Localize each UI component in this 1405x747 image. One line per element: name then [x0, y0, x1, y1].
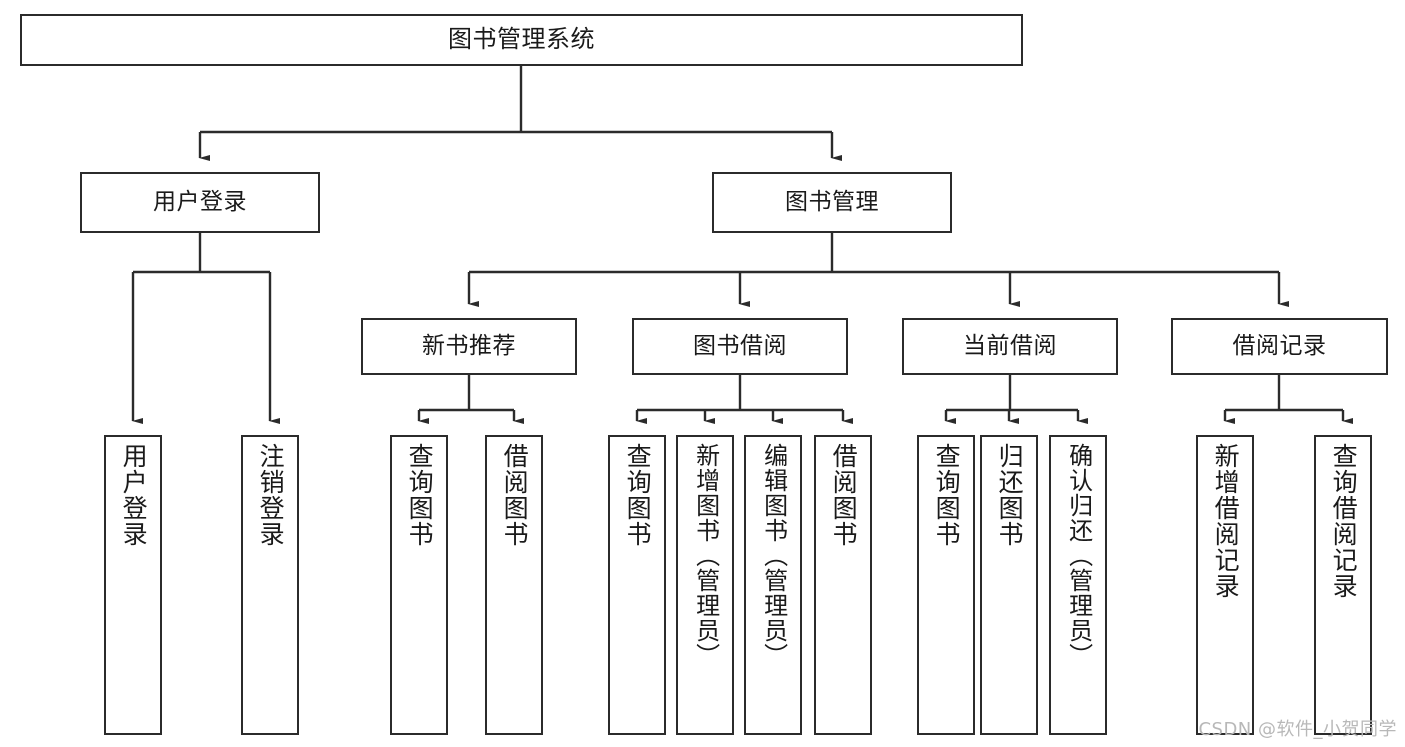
- node-label: 新增图书（管理员）: [691, 443, 720, 668]
- leaf-user-login-login[interactable]: 用户登录: [104, 435, 162, 735]
- node-label: 当前借阅: [963, 333, 1057, 360]
- node-label: 用户登录: [119, 443, 149, 547]
- leaf-current-borrow-return[interactable]: 归还图书: [980, 435, 1038, 735]
- node-label: 新书推荐: [422, 333, 516, 360]
- node-label: 用户登录: [153, 189, 247, 216]
- leaf-new-book-borrow[interactable]: 借阅图书: [485, 435, 543, 735]
- node-root[interactable]: 图书管理系统: [20, 14, 1023, 66]
- csdn-watermark: CSDN @软件_小贺同学: [1198, 719, 1397, 740]
- node-label: 查询借阅记录: [1329, 443, 1359, 599]
- node-label: 图书管理: [785, 189, 879, 216]
- node-new-book-recommend[interactable]: 新书推荐: [361, 318, 577, 375]
- leaf-borrow-record-query[interactable]: 查询借阅记录: [1314, 435, 1372, 735]
- leaf-book-borrow-edit[interactable]: 编辑图书（管理员）: [744, 435, 802, 735]
- leaf-book-borrow-query[interactable]: 查询图书: [608, 435, 666, 735]
- leaf-book-borrow-borrow[interactable]: 借阅图书: [814, 435, 872, 735]
- leaf-user-login-logout[interactable]: 注销登录: [241, 435, 299, 735]
- node-book-management[interactable]: 图书管理: [712, 172, 952, 233]
- node-book-borrow[interactable]: 图书借阅: [632, 318, 848, 375]
- node-borrow-record[interactable]: 借阅记录: [1171, 318, 1388, 375]
- node-current-borrow[interactable]: 当前借阅: [902, 318, 1118, 375]
- node-label: 借阅图书: [500, 443, 530, 547]
- node-label: 图书管理系统: [448, 25, 595, 54]
- node-user-login[interactable]: 用户登录: [80, 172, 320, 233]
- node-label: 编辑图书（管理员）: [759, 443, 788, 668]
- leaf-borrow-record-add[interactable]: 新增借阅记录: [1196, 435, 1254, 735]
- node-label: 借阅图书: [829, 443, 859, 547]
- node-label: 查询图书: [932, 443, 962, 547]
- node-label: 图书借阅: [693, 333, 787, 360]
- node-label: 归还图书: [995, 443, 1025, 547]
- node-label: 注销登录: [256, 443, 286, 547]
- node-label: 查询图书: [405, 443, 435, 547]
- leaf-current-borrow-confirm-return[interactable]: 确认归还（管理员）: [1049, 435, 1107, 735]
- node-label: 确认归还（管理员）: [1064, 443, 1093, 668]
- leaf-new-book-query[interactable]: 查询图书: [390, 435, 448, 735]
- node-label: 新增借阅记录: [1211, 443, 1241, 599]
- node-label: 借阅记录: [1232, 333, 1327, 360]
- leaf-current-borrow-query[interactable]: 查询图书: [917, 435, 975, 735]
- node-label: 查询图书: [623, 443, 653, 547]
- leaf-book-borrow-add[interactable]: 新增图书（管理员）: [676, 435, 734, 735]
